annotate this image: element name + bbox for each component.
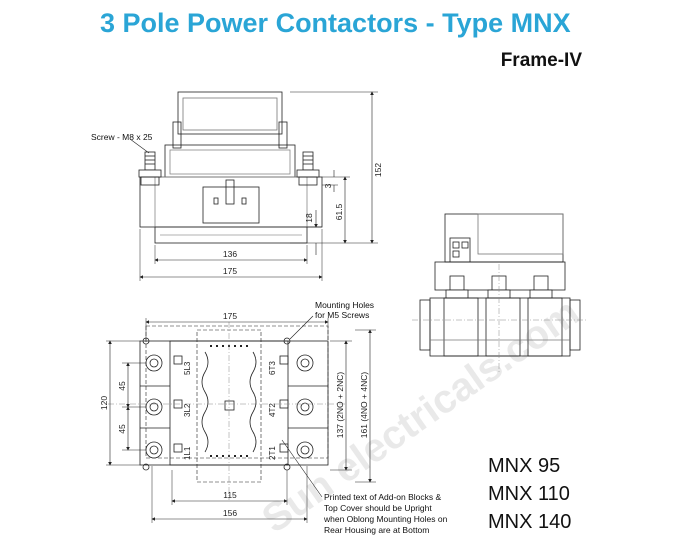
terminal-6t3: 6T3 <box>268 361 277 375</box>
terminal-1l1: 1L1 <box>183 446 192 460</box>
terminal-5l3: 5L3 <box>183 361 192 375</box>
dim-156: 156 <box>223 508 237 518</box>
dim-161: 161 (4NO + 4NC) <box>359 372 369 439</box>
dim-45-lower: 45 <box>117 424 127 434</box>
screw-label: Screw - M8 x 25 <box>91 132 153 142</box>
model-item: MNX 110 <box>488 483 570 505</box>
front-view-drawing <box>412 213 586 372</box>
dim-18: 18 <box>304 213 314 223</box>
model-item: MNX 95 <box>488 455 561 477</box>
note-line-4: Rear Housing are at Bottom <box>324 525 429 535</box>
frame-subtitle: Frame-IV <box>500 50 582 71</box>
side-view-drawing <box>129 91 378 281</box>
model-item: MNX 140 <box>488 511 572 533</box>
terminal-3l2: 3L2 <box>183 403 192 417</box>
dim-120: 120 <box>99 396 109 410</box>
dim-115: 115 <box>223 490 237 500</box>
dim-136: 136 <box>223 249 237 259</box>
note-line-2: Top Cover should be Upright <box>324 503 432 513</box>
mounting-holes-label-line1: Mounting Holes <box>315 300 374 310</box>
terminal-2t1: 2T1 <box>268 446 277 460</box>
page-title: 3 Pole Power Contactors - Type MNX <box>100 8 571 38</box>
terminal-4t2: 4T2 <box>268 403 277 417</box>
top-view-drawing <box>106 315 376 523</box>
dim-3: 3 <box>323 183 333 188</box>
note-line-1: Printed text of Add-on Blocks & <box>324 492 442 502</box>
dim-137: 137 (2NO + 2NC) <box>335 372 345 439</box>
mounting-holes-label-line2: for M5 Screws <box>315 310 369 320</box>
note-line-3: when Oblong Mounting Holes on <box>323 514 448 524</box>
dim-175-top: 175 <box>223 311 237 321</box>
dim-61-5: 61.5 <box>334 203 344 220</box>
model-list: MNX 95 MNX 110 MNX 140 <box>488 452 571 536</box>
dim-height-152: 152 <box>373 163 383 177</box>
dim-45-upper: 45 <box>117 381 127 391</box>
dim-175-side: 175 <box>223 266 237 276</box>
